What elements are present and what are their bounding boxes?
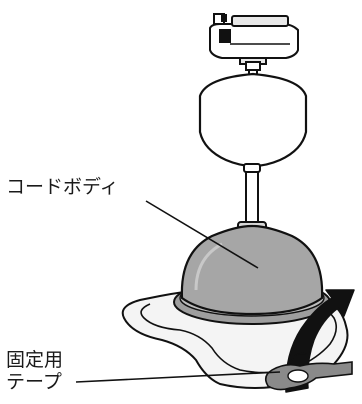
fixing-tape <box>264 352 353 391</box>
base-plate-inner-rim <box>140 299 338 374</box>
dome-shade <box>180 224 324 316</box>
track-adapter <box>209 13 299 65</box>
leader-line-cord-body <box>145 200 259 269</box>
lower-stem <box>237 163 267 233</box>
fixing-tape-label-line1: 固定用 <box>6 349 64 371</box>
cord-body-capsule <box>198 72 308 168</box>
cord-body-label: コードボディ <box>6 176 119 198</box>
fixing-tape-label-line2: テープ <box>6 371 62 393</box>
fixing-tape-label: 固定用 テープ <box>6 349 63 393</box>
leader-line-fixing-tape <box>75 371 281 383</box>
dome-highlight <box>194 242 223 291</box>
